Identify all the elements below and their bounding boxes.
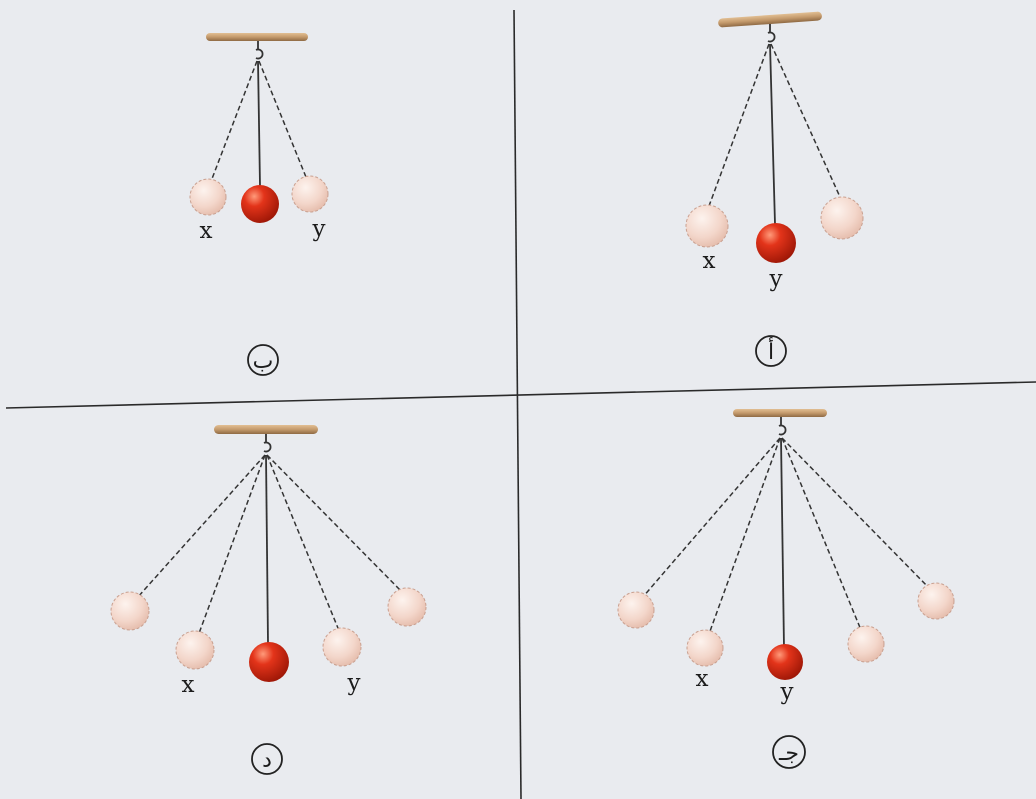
label-y: y — [347, 670, 361, 696]
label-y: y — [312, 216, 326, 242]
label-x: x — [182, 672, 195, 698]
string-far-left — [137, 455, 265, 598]
red-ball — [756, 223, 796, 263]
panel-caption: جـ — [778, 741, 799, 766]
hook — [768, 24, 775, 42]
ghost-ball-y — [323, 628, 361, 666]
horizontal-divider — [6, 382, 1036, 408]
string-x — [198, 455, 265, 636]
label-x: x — [200, 218, 213, 244]
string-y — [782, 438, 861, 630]
ghost-ball-x — [687, 630, 723, 666]
red-ball — [241, 185, 279, 223]
ghost-ball-far-left — [111, 592, 149, 630]
panel-c: x y جـ — [618, 409, 954, 768]
panel-b: x y ب — [190, 33, 328, 375]
ghost-ball-far-right — [388, 588, 426, 626]
rod — [206, 33, 308, 41]
ghost-ball-far-right — [918, 583, 954, 619]
panel-d: x y د — [111, 425, 426, 774]
string-center — [770, 44, 775, 224]
ghost-ball-y — [292, 176, 328, 212]
ghost-ball-x — [686, 205, 728, 247]
string-x — [210, 61, 257, 184]
hook — [264, 434, 271, 452]
string-center — [258, 61, 260, 186]
label-y: y — [769, 266, 783, 292]
string-center — [781, 438, 784, 648]
label-y: y — [780, 679, 794, 705]
rod — [214, 425, 318, 434]
string-x — [709, 438, 780, 634]
panel-caption: أ — [768, 337, 774, 365]
string-center — [266, 455, 268, 643]
string-y — [771, 44, 840, 197]
label-x: x — [696, 666, 709, 692]
string-y — [267, 455, 340, 633]
panel-caption: ب — [253, 349, 274, 374]
vertical-divider — [514, 10, 521, 799]
ghost-ball-far-left — [618, 592, 654, 628]
panel-caption: د — [262, 748, 272, 773]
ghost-ball-x — [190, 179, 226, 215]
label-x: x — [703, 248, 716, 274]
string-far-right — [782, 438, 931, 590]
red-ball — [767, 644, 803, 680]
ghost-ball-y — [821, 197, 863, 239]
red-ball — [249, 642, 289, 682]
string-x — [709, 44, 769, 206]
string-far-right — [267, 455, 404, 594]
panel-a: x y أ — [686, 11, 863, 366]
rod — [733, 409, 827, 417]
ghost-ball-x — [176, 631, 214, 669]
string-far-left — [642, 438, 780, 598]
hook — [779, 417, 786, 435]
hook — [256, 41, 263, 59]
ghost-ball-y — [848, 626, 884, 662]
string-y — [259, 61, 308, 182]
